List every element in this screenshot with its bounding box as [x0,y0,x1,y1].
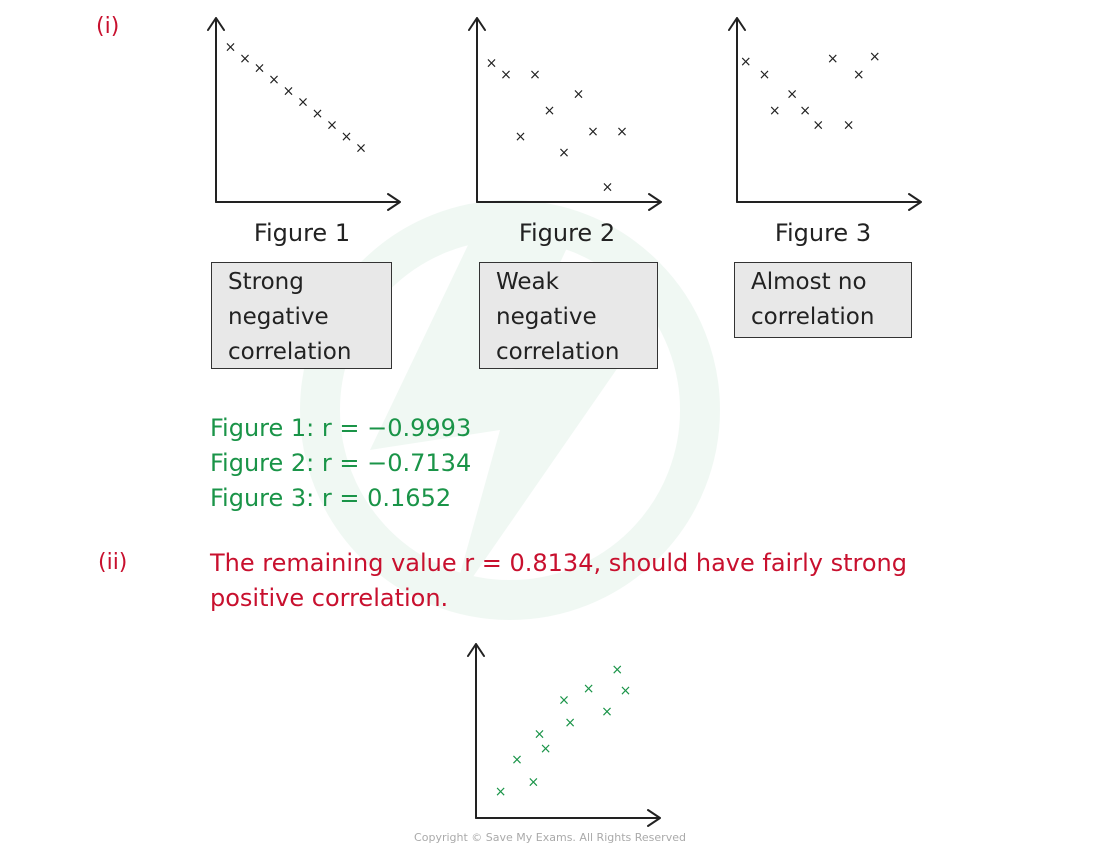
figure-2-r-value: Figure 2: r = −0.7134 [210,449,472,477]
figure-3-description-line: correlation [751,304,875,330]
figure-3-data-point: × [740,54,752,70]
figure-1-data-point: × [254,61,266,77]
figure-3-data-point: × [869,49,881,65]
watermark-logo [300,200,720,620]
figure-3-plot: ×××××××××× [728,17,922,211]
figure-3-data-point: × [769,103,781,119]
positive-correlation-plot: ××××××××××× [467,643,661,827]
figure-1-y-axis [207,17,225,203]
figure-3-data-point: × [853,67,865,83]
figure-3-data-point: × [799,103,811,119]
figure-2-data-point: × [500,67,512,83]
figure-1-description-line: Strong [228,269,304,295]
figure-2-x-axis [476,193,662,211]
figure-1-data-point: × [312,106,324,122]
part-ii-answer: The remaining value r = 0.8134, should h… [210,549,907,612]
figure-1-x-axis [215,193,401,211]
figure-1-data-point: × [268,72,280,88]
figure-2-data-point: × [602,179,614,195]
figure-1-data-point: × [341,129,353,145]
figure-1-description-line: correlation [228,339,352,365]
figure-3-description: Almost no correlation [734,262,912,338]
figure-2-data-point: × [587,124,599,140]
figure-1-description: Strong negative correlation [211,262,392,369]
positive-plot-data-point: × [601,704,613,720]
positive-plot-data-point: × [620,683,632,699]
figure-3-data-point: × [786,87,798,103]
figure-1-data-point: × [326,118,338,134]
positive-plot-data-point: × [540,741,552,757]
figure-1-plot: ×××××××××× [207,17,401,211]
figure-2-description-line: correlation [496,339,620,365]
positive-plot-data-point: × [511,752,523,768]
positive-plot-data-point: × [583,681,595,697]
part-ii-label: (ii) [98,550,128,575]
positive-plot-data-point: × [527,775,539,791]
figure-1-data-point: × [297,95,309,111]
figure-3-caption: Figure 3 [774,219,872,247]
figure-1-data-point: × [283,83,295,99]
figure-3-data-point: × [759,67,771,83]
positive-plot-data-point: × [495,784,507,800]
figure-3-description-line: Almost no [751,269,867,295]
figure-1-data-point: × [355,140,367,156]
positive-plot-data-point: × [534,726,546,742]
figure-2-description-line: Weak [496,269,559,295]
figure-2-caption: Figure 2 [518,219,616,247]
figure-1-caption: Figure 1 [253,219,351,247]
figure-3-r-value: Figure 3: r = 0.1652 [210,484,452,512]
positive-plot-y-axis [467,643,485,819]
figure-3-x-axis [736,193,922,211]
figure-1-data-point: × [225,39,237,55]
positive-plot-x-axis [475,809,661,827]
figure-1-r-value: Figure 1: r = −0.9993 [210,414,472,442]
figure-3-y-axis [728,17,746,203]
figure-2-data-point: × [515,129,527,145]
positive-plot-data-point: × [611,662,623,678]
copyright-notice: Copyright © Save My Exams. All Rights Re… [414,831,686,844]
figure-1-data-point: × [239,51,251,67]
figure-2-plot: ×××××××××× [468,17,662,211]
figure-2-description: Weak negative correlation [479,262,658,369]
figure-1-description-line: negative [228,304,329,330]
figure-2-data-point: × [486,56,498,72]
figure-2-data-point: × [529,67,541,83]
positive-plot-data-point: × [564,715,576,731]
figure-2-data-point: × [573,87,585,103]
figure-2-description-line: negative [496,304,597,330]
figure-3-data-point: × [843,118,855,134]
part-i-label: (i) [96,14,120,39]
figure-2-data-point: × [558,145,570,161]
figure-2-data-point: × [544,103,556,119]
figure-3-data-point: × [827,51,839,67]
positive-plot-data-point: × [558,693,570,709]
figure-3-data-point: × [812,118,824,134]
figure-2-data-point: × [616,124,628,140]
figure-2-y-axis [468,17,486,203]
